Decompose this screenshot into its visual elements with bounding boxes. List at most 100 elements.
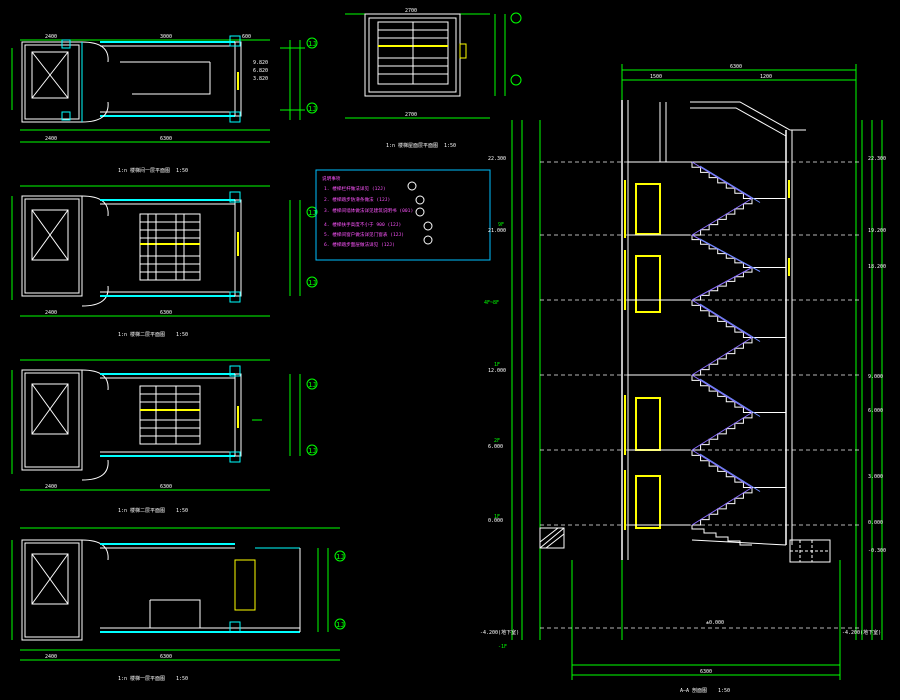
plan2-title: 1:n 楼梯二层平面图 <box>118 331 165 338</box>
stair-landing <box>691 487 753 526</box>
svg-text:6300: 6300 <box>160 484 172 490</box>
stair-landing <box>699 378 761 417</box>
svg-text:2400: 2400 <box>45 34 57 40</box>
elev-label-3: 12.000 <box>488 368 506 374</box>
stair-landing <box>691 198 753 236</box>
right-elev-7: 0.000 <box>868 520 883 526</box>
svg-text:2400: 2400 <box>45 654 57 660</box>
roof-plan-title: 1:n 楼梯屋面层平面图 <box>386 142 438 149</box>
stair-plan-2 <box>11 185 301 317</box>
right-elev-3: 18.200 <box>868 264 886 270</box>
stair-landing <box>691 299 753 338</box>
stair-landing <box>691 449 753 488</box>
elev-label-2: 21.000 <box>488 228 506 234</box>
svg-text:6300: 6300 <box>160 310 172 316</box>
section-title: A—A 剖面图 <box>680 687 707 694</box>
axis-bubble-g: 1J <box>336 553 344 561</box>
plan4-title: 1:n 楼梯一层平面图 <box>118 675 165 682</box>
axis-bubble-d: 1J <box>308 279 316 287</box>
section-ground-hatch <box>539 527 831 563</box>
svg-text:6300: 6300 <box>160 654 172 660</box>
plan1-title: 1:n 楼梯间一层平面图 <box>118 167 170 174</box>
notes-line-4: 4. 楼梯扶手高度不小于 900 (12J) <box>324 221 401 228</box>
stair-flight <box>691 375 752 413</box>
floor-label-9f: 9F <box>498 222 504 228</box>
section-scale: 1:50 <box>718 688 730 694</box>
elev-label-5: 0.000 <box>488 518 503 524</box>
stair-landing <box>699 238 761 272</box>
right-elev-8: -0.300 <box>868 548 886 554</box>
dimension-figures: 2400 3000 600 2400 6300 2400 6300 2400 6… <box>45 8 772 675</box>
plan3-scale: 1:50 <box>176 508 188 514</box>
axis-bubble-b: 1J <box>308 105 316 113</box>
svg-text:2700: 2700 <box>405 8 417 14</box>
axis-bubble-h: 1J <box>336 621 344 629</box>
stair-landing <box>699 453 761 492</box>
notes-title: 说明事项 <box>322 175 341 182</box>
stair-flight <box>692 337 753 376</box>
stair-flight <box>692 198 753 236</box>
stair-plan-1: 9.820 6.820 3.820 <box>11 35 305 143</box>
svg-text:3000: 3000 <box>160 34 172 40</box>
stair-flight <box>691 300 752 338</box>
axis-bubble-e: 1J <box>308 381 316 389</box>
svg-text:6300: 6300 <box>160 136 172 142</box>
floor-label-4f8f: 4F~8F <box>484 300 499 306</box>
section-floor-label: ±0.000 <box>706 620 724 626</box>
notes-line-3: 3. 楼梯间墙体做法详见建筑说明书 (001) <box>324 207 413 214</box>
svg-text:2400: 2400 <box>45 310 57 316</box>
axis-bubble-c: 1J <box>308 209 316 217</box>
stair-flight <box>692 267 753 301</box>
stair-landing <box>691 337 753 376</box>
axis-bubble-a: 1J <box>308 40 316 48</box>
elev-label-base: -4.200(地下室) <box>480 629 519 636</box>
roof-plan-scale: 1:50 <box>444 143 456 149</box>
plan4-scale: 1:50 <box>176 676 188 682</box>
notes-line-5: 5. 楼梯间窗户做法详见门窗表 (12J) <box>324 231 404 238</box>
right-elev-1: 22.300 <box>868 156 886 162</box>
right-elev-5: 6.000 <box>868 408 883 414</box>
plan2-scale: 1:50 <box>176 332 188 338</box>
notes-line-6: 6. 楼梯踏步面层做法详见 (12J) <box>324 241 395 248</box>
stair-flight <box>692 412 753 451</box>
notes-line-2: 2. 楼梯踏步防滑条做法 (12J) <box>324 196 390 203</box>
stair-flight <box>691 162 752 199</box>
stair-flight <box>691 235 752 268</box>
svg-text:9.820: 9.820 <box>253 60 268 66</box>
right-elev-6: 3.000 <box>868 474 883 480</box>
svg-text:6300: 6300 <box>700 669 712 675</box>
stair-landing <box>691 161 753 199</box>
stair-flight <box>692 487 753 526</box>
floor-label-2f: 2F <box>494 438 500 444</box>
svg-text:2700: 2700 <box>405 112 417 118</box>
svg-text:1200: 1200 <box>760 74 772 80</box>
svg-text:2400: 2400 <box>45 136 57 142</box>
elev-label-1: 22.300 <box>488 156 506 162</box>
svg-text:600: 600 <box>242 34 251 40</box>
svg-text:6.820: 6.820 <box>253 68 268 74</box>
section-labels: 22.300 21.000 12.000 6.000 0.000 -4.200(… <box>480 156 886 694</box>
stair-flight <box>691 450 752 488</box>
stair-plan-3 <box>11 359 301 491</box>
elev-label-4: 6.000 <box>488 444 503 450</box>
floor-label-3f: 1F <box>494 362 500 368</box>
svg-text:3.820: 3.820 <box>253 76 268 82</box>
stair-landing <box>691 374 753 413</box>
svg-text:2400: 2400 <box>45 484 57 490</box>
axis-bubble-f: 1J <box>308 447 316 455</box>
right-elev-2: 19.200 <box>868 228 886 234</box>
stair-landing <box>691 539 787 546</box>
svg-text:6300: 6300 <box>730 64 742 70</box>
right-elev-base: -4.200(地下室) <box>842 629 881 636</box>
stair-plan-roof <box>345 13 506 119</box>
floor-label-1f: 1F <box>494 514 500 520</box>
plan3-title: 1:n 楼梯二层平面图 <box>118 507 165 514</box>
stair-landing <box>691 267 753 301</box>
floor-label-b1: -1F <box>498 644 507 650</box>
stair-landing <box>699 303 761 342</box>
plan1-scale: 1:50 <box>176 168 188 174</box>
stair-landing <box>691 412 753 451</box>
notes-box: 说明事项 1. 楼梯栏杆做法详见 (12J) 2. 楼梯踏步防滑条做法 (12J… <box>315 169 491 261</box>
stair-plan-4 <box>11 527 340 661</box>
